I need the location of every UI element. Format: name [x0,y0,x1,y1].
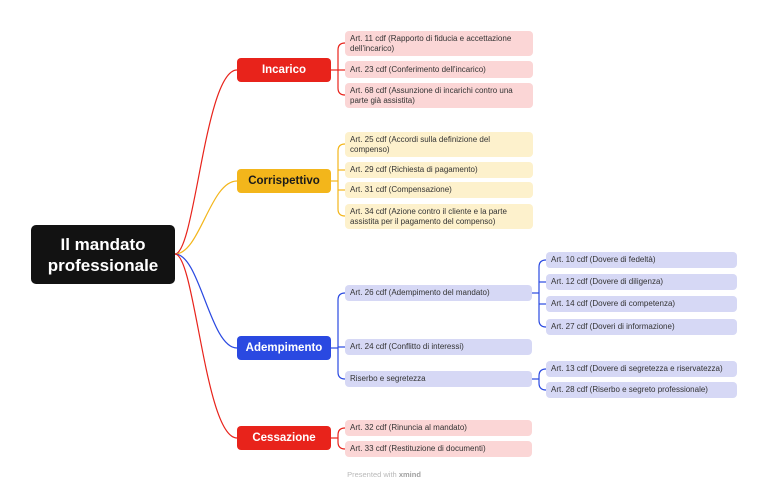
leaf-art-12[interactable]: Art. 12 cdf (Dovere di diligenza) [546,274,737,290]
connector-cessazione-bracket [331,427,346,450]
branch-corrispettivo-label: Corrispettivo [248,175,320,187]
leaf-art-24[interactable]: Art. 24 cdf (Conflitto di interessi) [345,339,532,355]
leaf-art-27[interactable]: Art. 27 cdf (Doveri di informazione) [546,319,737,335]
leaf-art-34-line1: Art. 34 cdf (Azione contro il cliente e … [350,206,507,216]
footer-prefix: Presented with [347,470,397,479]
branch-incarico[interactable]: Incarico [237,58,331,82]
root-topic-line1: Il mandato [60,234,146,254]
leaf-art-11-line1: Art. 11 cdf (Rapporto di fiducia e accet… [350,33,512,43]
leaf-art-68[interactable]: Art. 68 cdf (Assunzione di incarichi con… [345,83,533,108]
leaf-art-11-line2: dell'incarico) [350,43,395,53]
leaf-art-34-line2: assistita per il pagamento del compenso) [350,216,496,226]
leaf-art-33-text: Art. 33 cdf (Restituzione di documenti) [350,444,486,453]
leaf-art-12-text: Art. 12 cdf (Dovere di diligenza) [551,277,664,286]
connector-root-corrispettivo [174,180,238,255]
leaf-art-23[interactable]: Art. 23 cdf (Conferimento dell'incarico) [345,61,533,78]
branch-cessazione-label: Cessazione [252,432,316,444]
leaf-art-31-text: Art. 31 cdf (Compensazione) [350,185,452,194]
branch-incarico-label: Incarico [261,64,307,76]
root-topic[interactable]: Il mandato professionale [31,225,175,284]
branch-corrispettivo[interactable]: Corrispettivo [237,169,331,193]
connector-adempimento-bracket [331,292,346,380]
leaf-art-14-text: Art. 14 cdf (Dovere di competenza) [551,299,676,308]
leaf-art-13[interactable]: Art. 13 cdf (Dovere di segretezza e rise… [546,361,737,377]
leaf-riserbo[interactable]: Riserbo e segretezza [345,371,532,387]
presented-with-footer: Presented with xmind [0,470,768,479]
leaf-art-31[interactable]: Art. 31 cdf (Compensazione) [345,182,533,198]
leaf-art-14[interactable]: Art. 14 cdf (Dovere di competenza) [546,296,737,312]
leaf-art-28-text: Art. 28 cdf (Riserbo e segreto professio… [551,385,708,394]
leaf-art-23-text: Art. 23 cdf (Conferimento dell'incarico) [350,64,486,74]
branch-adempimento[interactable]: Adempimento [237,336,331,360]
root-topic-line2: professionale [47,255,159,275]
leaf-art-29-text: Art. 29 cdf (Richiesta di pagamento) [350,165,478,174]
leaf-art-68-line1: Art. 68 cdf (Assunzione di incarichi con… [350,85,513,95]
footer-brand-logo: xmind [398,470,421,479]
leaf-art-25-line1: Art. 25 cdf (Accordi sulla definizione d… [350,134,491,144]
leaf-riserbo-text: Riserbo e segretezza [350,374,426,383]
leaf-art-25[interactable]: Art. 25 cdf (Accordi sulla definizione d… [345,132,533,157]
leaf-art-28[interactable]: Art. 28 cdf (Riserbo e segreto professio… [546,382,737,398]
leaf-art-10[interactable]: Art. 10 cdf (Dovere di fedeltà) [546,252,737,268]
leaf-art-10-text: Art. 10 cdf (Dovere di fedeltà) [551,255,656,264]
leaf-art-25-line2: compenso) [350,144,390,154]
leaf-art-13-text: Art. 13 cdf (Dovere di segretezza e rise… [551,364,723,373]
leaf-art-27-text: Art. 27 cdf (Doveri di informazione) [551,322,675,331]
leaf-art-24-text: Art. 24 cdf (Conflitto di interessi) [350,342,464,351]
leaf-art-26[interactable]: Art. 26 cdf (Adempimento del mandato) [345,285,532,301]
leaf-art-11[interactable]: Art. 11 cdf (Rapporto di fiducia e accet… [345,31,533,56]
connector-riserbo-bracket [532,368,547,391]
connector-corrispettivo-bracket [331,143,346,217]
branch-cessazione[interactable]: Cessazione [237,426,331,450]
connector-art26-bracket [532,259,547,328]
leaf-art-34[interactable]: Art. 34 cdf (Azione contro il cliente e … [345,204,533,229]
connector-root-cessazione [174,253,238,439]
leaf-art-29[interactable]: Art. 29 cdf (Richiesta di pagamento) [345,162,533,178]
leaf-art-32-text: Art. 32 cdf (Rinuncia al mandato) [350,423,467,432]
leaf-art-33[interactable]: Art. 33 cdf (Restituzione di documenti) [345,441,532,457]
leaf-art-26-text: Art. 26 cdf (Adempimento del mandato) [350,288,490,297]
branch-adempimento-label: Adempimento [245,342,323,354]
connector-root-adempimento [174,253,238,349]
connector-incarico-bracket [331,42,346,96]
leaf-art-68-line2: parte già assistita) [350,95,415,105]
connector-root-incarico [174,69,238,255]
leaf-art-32[interactable]: Art. 32 cdf (Rinuncia al mandato) [345,420,532,436]
